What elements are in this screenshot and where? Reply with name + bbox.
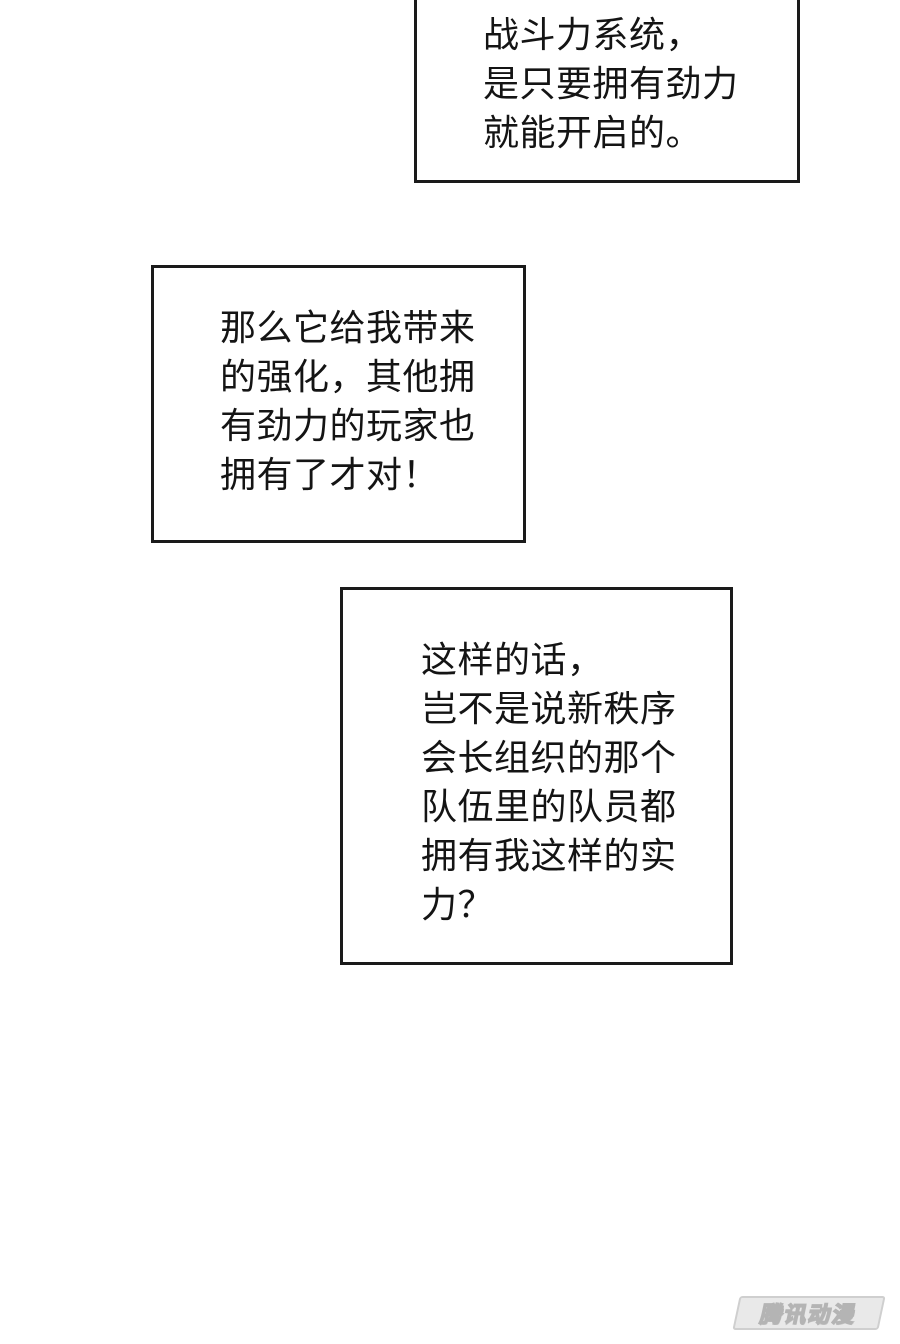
caption-line: 就能开启的。 bbox=[483, 113, 703, 154]
caption-line: 队伍里的队员都 bbox=[421, 787, 677, 828]
caption-box-2: 那么它给我带来 的强化，其他拥 有劲力的玩家也 拥有了才对！ bbox=[151, 265, 526, 543]
caption-text-1: 战斗力系统， 是只要拥有劲力 就能开启的。 bbox=[483, 11, 739, 158]
caption-line: 有劲力的玩家也 bbox=[220, 406, 476, 447]
caption-box-3: 这样的话， 岂不是说新秩序 会长组织的那个 队伍里的队员都 拥有我这样的实 力？ bbox=[340, 587, 733, 965]
caption-text-3: 这样的话， 岂不是说新秩序 会长组织的那个 队伍里的队员都 拥有我这样的实 力？ bbox=[421, 636, 677, 930]
watermark-logo: 腾讯动漫 bbox=[732, 1296, 886, 1330]
caption-line: 拥有了才对！ bbox=[220, 455, 440, 496]
caption-line: 会长组织的那个 bbox=[421, 738, 677, 779]
caption-line: 力？ bbox=[421, 885, 495, 926]
caption-line: 是只要拥有劲力 bbox=[483, 64, 739, 105]
caption-line: 的强化，其他拥 bbox=[220, 357, 476, 398]
caption-line: 战斗力系统， bbox=[483, 15, 703, 56]
caption-line: 那么它给我带来 bbox=[220, 308, 476, 349]
watermark-text: 腾讯动漫 bbox=[757, 1302, 860, 1329]
caption-line: 岂不是说新秩序 bbox=[421, 689, 677, 730]
caption-line: 拥有我这样的实 bbox=[421, 836, 677, 877]
caption-box-1: 战斗力系统， 是只要拥有劲力 就能开启的。 bbox=[414, 0, 800, 183]
caption-text-2: 那么它给我带来 的强化，其他拥 有劲力的玩家也 拥有了才对！ bbox=[220, 304, 476, 500]
caption-line: 这样的话， bbox=[421, 640, 604, 681]
